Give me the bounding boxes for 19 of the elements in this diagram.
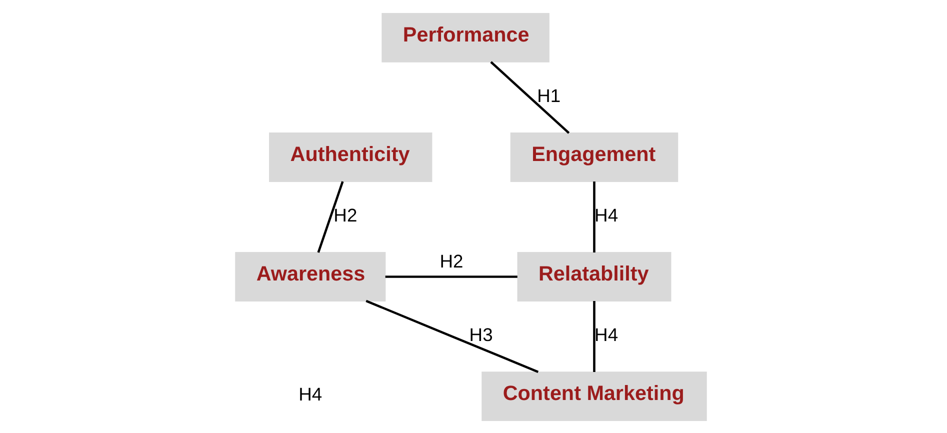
node-box: Engagement — [510, 132, 678, 182]
edge-label: H2 — [334, 204, 358, 225]
node-box: Authenticity — [269, 132, 432, 182]
connector — [385, 275, 518, 278]
connector — [593, 300, 596, 372]
edge-label: H2 — [440, 250, 464, 271]
node-box: Content Marketing — [482, 371, 707, 420]
connector — [593, 181, 596, 252]
connector — [490, 60, 570, 134]
node-box: Awareness — [235, 252, 386, 301]
edge-label: H4 — [594, 204, 618, 225]
node-box: Relatablilty — [517, 252, 672, 301]
edge-label: H1 — [537, 84, 561, 106]
connector — [366, 299, 539, 373]
connector — [317, 180, 344, 252]
node-box: Performance — [382, 12, 550, 62]
edge-label: H3 — [469, 323, 493, 344]
edge-label: H4 — [594, 323, 618, 344]
label: H4 — [298, 383, 322, 404]
